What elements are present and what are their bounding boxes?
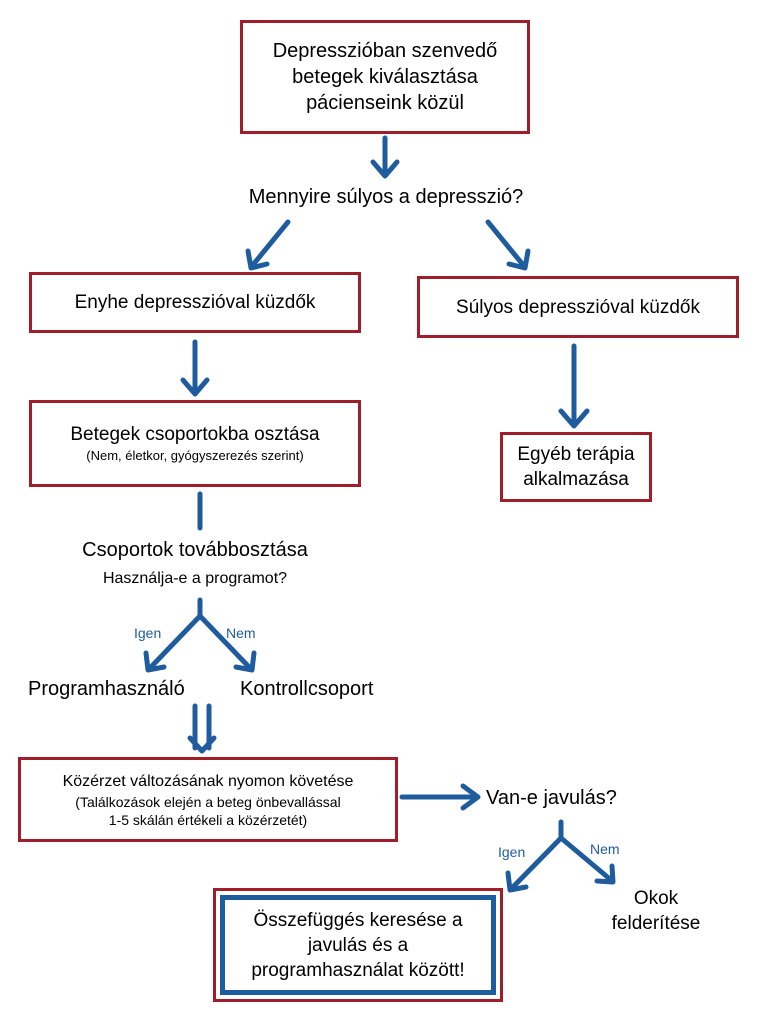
arrow-down-to-other-therapy [558,343,590,429]
grouping-box: Betegek csoportokba osztása (Nem, életko… [29,400,361,487]
other-therapy-line-1: Egyéb terápia [517,444,635,465]
arrow-to-severe [485,219,531,271]
control-group-label: Kontrollcsoport [240,678,374,700]
arrow-to-mild [245,219,291,271]
tracking-detail-line-2: 1-5 skálán értékeli a közérzetét) [108,811,308,828]
arrow-right-to-improvement [399,783,481,811]
find-causes-line-1: Okok [633,888,679,909]
tracking-detail-line-1: (Találkozások elején a beteg önbevalláss… [75,793,341,810]
further-split-label: Csoportok továbbosztása [82,539,308,561]
arrow-down-to-severity [370,135,400,179]
correlation-line-3: programhasználat között! [251,959,465,981]
grouping-title: Betegek csoportokba osztása [70,424,320,445]
select-patients-line-1: Depresszióban szenvedő [272,40,498,62]
branch2-yes-label: Igen [498,844,526,860]
grouping-subtitle: (Nem, életkor, gyógyszerezés szerint) [86,448,304,463]
branch1-no-label: Nem [226,625,256,641]
fork-improvement [505,819,616,893]
correlation-line-2: javulás és a [307,934,409,956]
correlation-outer-box: Összefüggés keresése a javulás és a prog… [213,888,503,1002]
mild-depression-label: Enyhe depresszióval küzdők [74,292,316,313]
arrow-down-to-grouping [180,339,210,397]
double-arrow-to-tracking [187,703,217,754]
improvement-question: Van-e javulás? [486,787,617,809]
uses-program-question: Használja-e a programot? [102,570,288,587]
mild-depression-box: Enyhe depresszióval küzdők [29,272,361,333]
select-patients-box: Depresszióban szenvedő betegek kiválaszt… [240,20,530,134]
fork-program-usage [143,597,257,673]
tracking-box: Közérzet változásának nyomon követése (T… [18,757,398,842]
find-causes-label: Okok felderítése [612,886,701,936]
other-therapy-box: Egyéb terápia alkalmazása [500,432,652,502]
severity-question: Mennyire súlyos a depresszió? [248,186,524,208]
branch2-no-label: Nem [590,841,620,857]
correlation-inner-box: Összefüggés keresése a javulás és a prog… [220,895,496,995]
other-therapy-line-2: alkalmazása [523,469,629,490]
severe-depression-label: Súlyos depresszióval küzdők [456,296,700,318]
correlation-line-1: Összefüggés keresése a [253,909,463,931]
program-user-label: Programhasználó [28,678,185,700]
tracking-title: Közérzet változásának nyomon követése [62,772,354,790]
select-patients-line-2: betegek kiválasztása [292,66,478,88]
select-patients-line-3: pácienseink közül [306,92,464,114]
severe-depression-box: Súlyos depresszióval küzdők [417,276,739,338]
find-causes-line-2: felderítése [611,913,701,934]
branch1-yes-label: Igen [134,625,162,641]
